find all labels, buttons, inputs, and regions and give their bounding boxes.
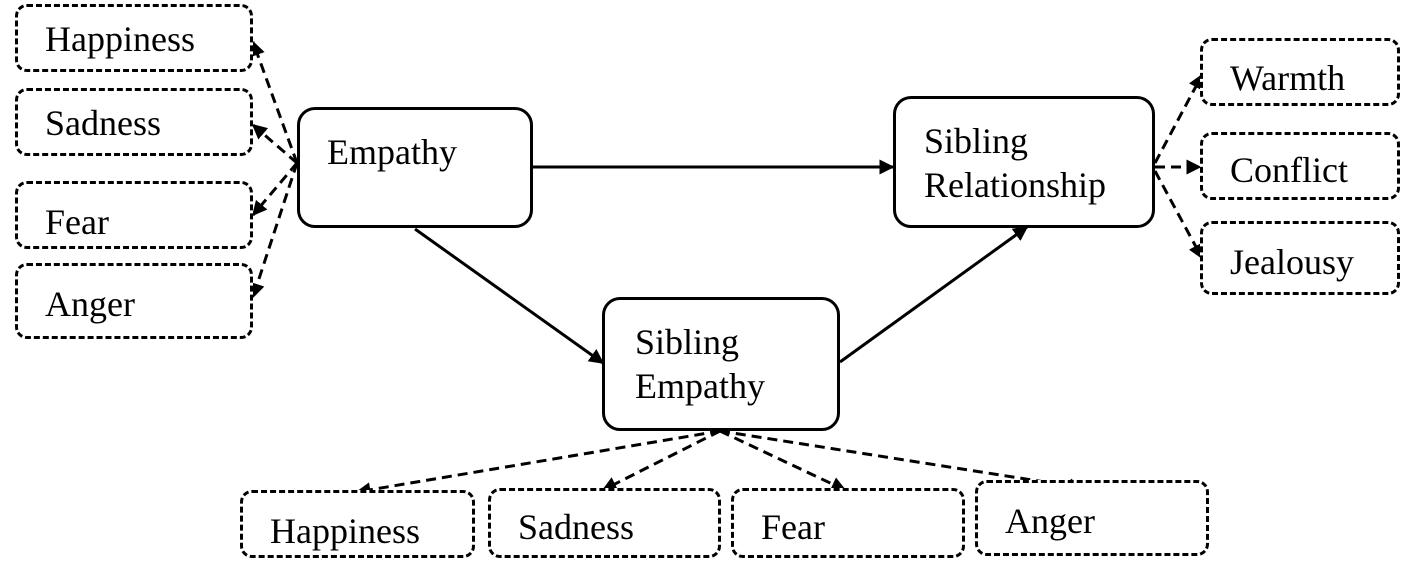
sibling-empathy-box: Sibling Empathy bbox=[602, 297, 840, 431]
empathy-box: Empathy bbox=[297, 107, 533, 228]
empathy-indicator-happiness-label: Happiness bbox=[45, 19, 195, 59]
relationship-indicator-conflict-label: Conflict bbox=[1230, 150, 1348, 190]
loading-empathy-fear bbox=[251, 162, 299, 217]
empathy-indicator-fear: Fear bbox=[15, 181, 253, 249]
loading-sibling-empathy-happiness bbox=[355, 429, 721, 498]
loading-sibling-empathy-fear bbox=[719, 429, 847, 492]
loading-relationship-warmth bbox=[1153, 73, 1204, 164]
sibling-relationship-box: Sibling Relationship bbox=[893, 96, 1155, 228]
empathy-indicator-sadness: Sadness bbox=[15, 88, 253, 156]
loading-empathy-anger bbox=[250, 162, 299, 299]
relationship-indicator-jealousy: Jealousy bbox=[1200, 221, 1400, 295]
sibling-relationship-label-line-1: Sibling bbox=[924, 121, 1029, 161]
loading-empathy-happiness bbox=[250, 40, 299, 164]
empathy-indicator-fear-label: Fear bbox=[45, 202, 109, 242]
empathy-indicator-sadness-label: Sadness bbox=[45, 103, 161, 143]
sibling-empathy-indicator-happiness: Happiness bbox=[240, 490, 475, 558]
loading-sibling-empathy-sadness bbox=[601, 429, 721, 492]
path-empathy-to-sibling-empathy bbox=[414, 227, 605, 365]
loading-empathy-sadness bbox=[251, 123, 298, 165]
path-sibling-empathy-to-sibling-relationship bbox=[839, 225, 1029, 364]
sibling-empathy-label-line-2: Empathy bbox=[635, 366, 765, 406]
empathy-indicator-happiness: Happiness bbox=[15, 4, 253, 72]
empathy-indicator-anger-label: Anger bbox=[45, 284, 135, 324]
sibling-empathy-indicator-anger-label: Anger bbox=[1005, 501, 1095, 541]
sibling-empathy-label-line-1: Sibling bbox=[635, 322, 740, 362]
sibling-empathy-indicator-sadness-label: Sadness bbox=[518, 507, 634, 547]
sibling-empathy-indicator-fear: Fear bbox=[731, 488, 965, 558]
empathy-indicator-anger: Anger bbox=[15, 263, 253, 339]
loading-sibling-empathy-anger bbox=[719, 429, 1085, 494]
relationship-indicator-conflict: Conflict bbox=[1200, 132, 1400, 200]
sibling-empathy-indicator-sadness: Sadness bbox=[488, 488, 721, 558]
sibling-empathy-indicator-fear-label: Fear bbox=[761, 507, 825, 547]
loading-relationship-jealousy bbox=[1153, 170, 1204, 260]
empathy-label: Empathy bbox=[327, 132, 457, 172]
sibling-empathy-indicator-anger: Anger bbox=[975, 480, 1209, 556]
sibling-relationship-label-line-2: Relationship bbox=[924, 165, 1106, 205]
relationship-indicator-warmth: Warmth bbox=[1200, 38, 1400, 106]
relationship-indicator-warmth-label: Warmth bbox=[1230, 58, 1346, 98]
relationship-indicator-jealousy-label: Jealousy bbox=[1230, 242, 1354, 282]
sibling-empathy-indicator-happiness-label: Happiness bbox=[270, 511, 420, 551]
